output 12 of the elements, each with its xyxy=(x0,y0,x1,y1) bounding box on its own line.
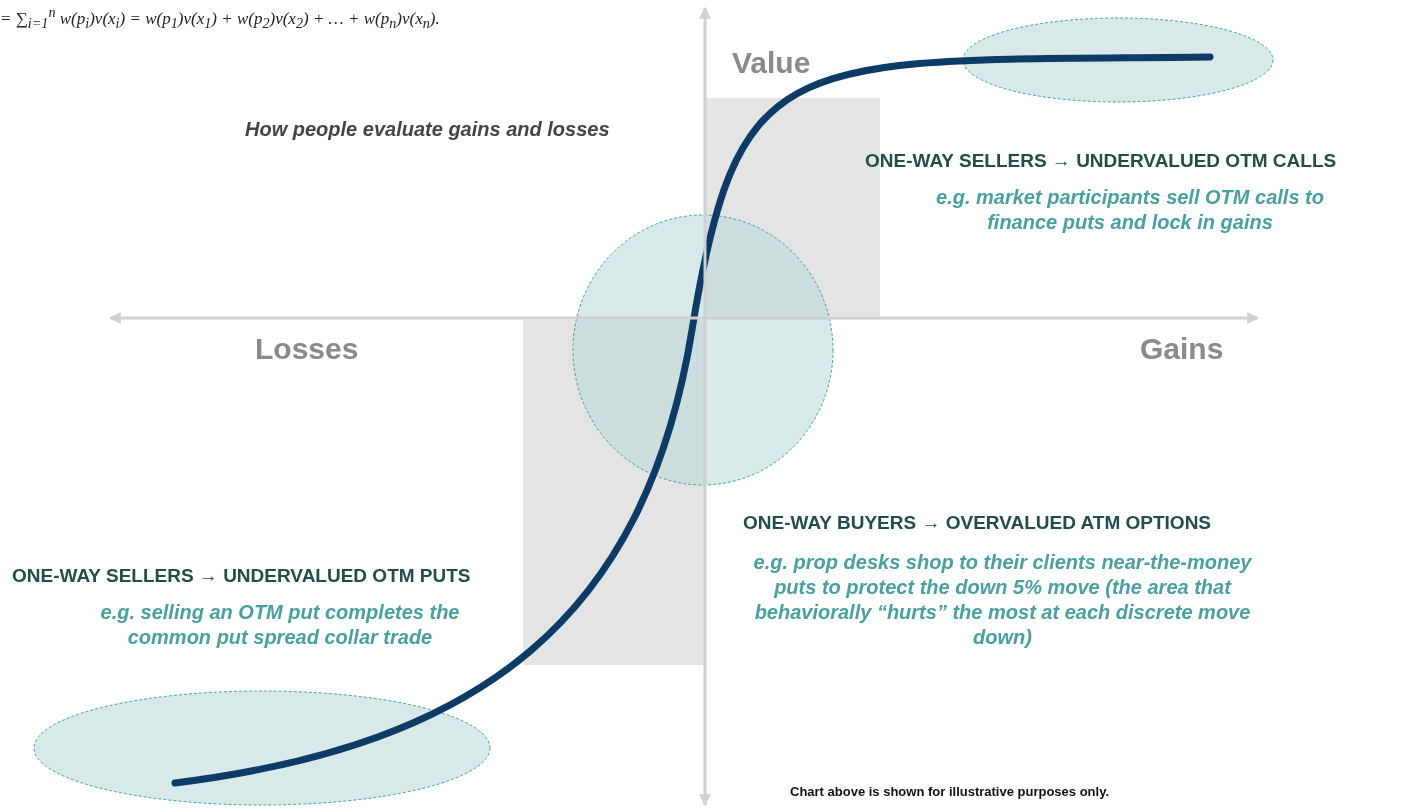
heading: ONE-WAY SELLERS → UNDERVALUED OTM CALLS xyxy=(865,149,1337,173)
note: e.g. prop desks shop to their clients near-the-money puts to protect the down 5% move (the area that behaviorally “hurts” the most at each discrete move down) xyxy=(752,550,1253,650)
note: e.g. market participants sell OTM calls to finance puts and lock in gains xyxy=(935,185,1325,235)
axis-label: Gains xyxy=(1140,331,1224,367)
note: e.g. selling an OTM put completes the common put spread collar trade xyxy=(99,600,461,650)
footnote: Chart above is shown for illustrative purposes only. xyxy=(790,784,1110,801)
formula: = ∑$_{i=1}$$^{n}$ w(p$_{i}$)v(x$_{i}$) = w(p$_{1}$)v(x$_{1}$) + w(p$_{2}$)v(x$_{2}$) + … + w(p$_{n}$)v(x$_{n}$). xyxy=(0,4,440,33)
heading: ONE-WAY SELLERS → UNDERVALUED OTM PUTS xyxy=(12,564,471,588)
axis-label: Value xyxy=(732,45,811,81)
heading: ONE-WAY BUYERS → OVERVALUED ATM OPTIONS xyxy=(743,511,1212,535)
axis-label: Losses xyxy=(255,331,359,367)
subtitle: How people evaluate gains and losses xyxy=(245,117,610,142)
